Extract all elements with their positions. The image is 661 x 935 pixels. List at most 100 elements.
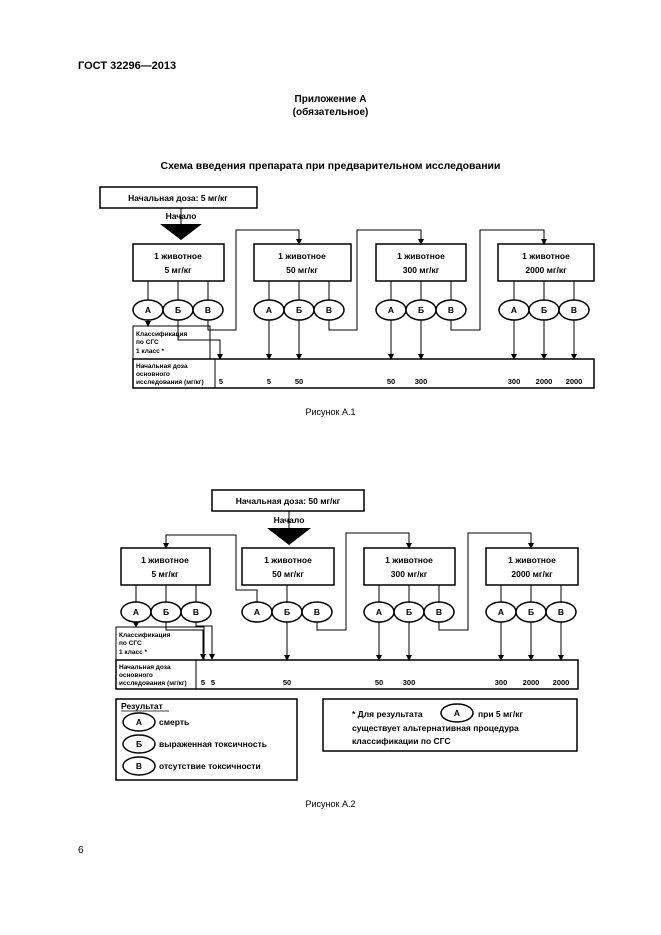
outcome-a: А (511, 305, 517, 315)
outcome-v: В (326, 305, 332, 315)
dose-label: 5 мг/кг (164, 265, 192, 275)
main-dose-value: 300 (495, 678, 508, 687)
footnote-text: при 5 мг/кг (478, 709, 523, 719)
outcome-b: Б (541, 305, 547, 315)
outcome-b: Б (175, 305, 181, 315)
figure-a1-text: Начальная доза: 5 мг/кг Начало 1 животно… (128, 193, 582, 386)
ghs-label: по СГС (136, 339, 159, 346)
main-dose-label: Начальная доза (119, 664, 171, 671)
footnote-box (322, 698, 578, 752)
legend-key: В (136, 761, 142, 771)
main-dose-label: основного (136, 371, 170, 378)
footnote-text: классификации по СГС (352, 736, 451, 746)
outcome-v: В (571, 305, 577, 315)
legend-box (115, 698, 298, 781)
footnote-key: А (454, 708, 460, 718)
main-dose-label: исследования (мг/кг) (136, 379, 204, 386)
outcome-v: В (314, 607, 320, 617)
outcome-v: В (193, 607, 199, 617)
main-dose-label: Начальная доза (136, 363, 188, 370)
main-dose-value: 2000 (536, 377, 553, 386)
figure-caption-a1: Рисунок А.1 (305, 407, 356, 417)
main-dose-value: 5 (219, 377, 223, 386)
outcome-b: Б (284, 607, 290, 617)
dose-box-300 (363, 547, 456, 586)
dose-box-50 (241, 547, 335, 586)
legend-label: отсутствие токсичности (159, 761, 261, 771)
animal-label: 1 животное (278, 251, 326, 261)
dose-box-5 (132, 243, 225, 282)
outcome-a: А (133, 607, 139, 617)
main-dose-bar (115, 659, 579, 690)
footnote-text: существует альтернативная процедура (352, 723, 519, 733)
outcome-a: А (388, 305, 394, 315)
dose-box-300 (375, 243, 467, 282)
start-label: Начало (274, 515, 305, 525)
ghs-label: по СГС (119, 640, 142, 647)
appendix-heading: Приложение А (обязательное) (0, 93, 661, 119)
ghs-label: Классификация (119, 632, 170, 639)
animal-label: 1 животное (522, 251, 570, 261)
figure-a2-text: Начальная доза: 50 мг/кг Начало 1 животн… (119, 496, 569, 771)
outcome-v: В (558, 607, 564, 617)
footnote-text: * Для результата (352, 709, 423, 719)
main-dose-value: 2000 (566, 377, 583, 386)
ghs-label: Классификация (136, 331, 187, 338)
main-dose-value: 2000 (553, 678, 570, 687)
main-dose-value: 300 (403, 678, 416, 687)
main-dose-value: 50 (375, 678, 383, 687)
start-arrow-icon (267, 528, 311, 545)
animal-label: 1 животное (385, 555, 433, 565)
start-arrow-icon (160, 224, 202, 240)
outcome-b: Б (418, 305, 424, 315)
figure-a1 (99, 186, 595, 389)
standard-number: ГОСТ 32296—2013 (78, 60, 177, 72)
main-dose-value: 300 (415, 377, 428, 386)
dose-label: 2000 мг/кг (525, 265, 567, 275)
main-dose-value: 5 (211, 678, 215, 687)
main-dose-value: 50 (283, 678, 291, 687)
animal-label: 1 животное (264, 555, 312, 565)
main-dose-value: 50 (387, 377, 395, 386)
main-dose-bar (132, 358, 595, 389)
start-label: Начало (166, 211, 197, 221)
outcome-a: А (498, 607, 504, 617)
outcome-v: В (436, 607, 442, 617)
outcome-a: А (254, 607, 260, 617)
start-dose-box (211, 489, 365, 512)
dose-label: 50 мг/кг (286, 265, 318, 275)
dose-label: 300 мг/кг (403, 265, 440, 275)
main-dose-value: 2000 (523, 678, 540, 687)
animal-label: 1 животное (397, 251, 445, 261)
main-dose-value: 5 (201, 678, 205, 687)
page-number: 6 (78, 845, 84, 856)
legend-title: Результат (121, 701, 163, 711)
animal-label: 1 животное (154, 251, 202, 261)
outcome-v: В (205, 305, 211, 315)
figure-a2 (115, 489, 579, 781)
outcome-b: Б (406, 607, 412, 617)
start-dose-box (99, 186, 258, 209)
legend-key: Б (136, 739, 142, 749)
dose-box-2000 (497, 243, 595, 282)
outcome-a: А (376, 607, 382, 617)
scheme-title: Схема введения препарата при предварител… (160, 160, 501, 172)
outcome-a: А (145, 305, 151, 315)
figure-caption-a2: Рисунок А.2 (305, 799, 356, 809)
outcome-v: В (448, 305, 454, 315)
outcome-b: Б (296, 305, 302, 315)
main-dose-value: 50 (295, 377, 303, 386)
dose-label: 300 мг/кг (391, 569, 428, 579)
main-dose-label: основного (119, 672, 153, 679)
start-dose-label: Начальная доза: 50 мг/кг (236, 496, 341, 506)
dose-label: 2000 мг/кг (511, 569, 553, 579)
legend-label: смерть (159, 717, 189, 727)
appendix-label: Приложение А (294, 94, 367, 105)
outcome-a: А (266, 305, 272, 315)
dose-box-50 (253, 243, 352, 282)
outcome-b: Б (528, 607, 534, 617)
animal-label: 1 животное (508, 555, 556, 565)
animal-label: 1 животное (141, 555, 189, 565)
